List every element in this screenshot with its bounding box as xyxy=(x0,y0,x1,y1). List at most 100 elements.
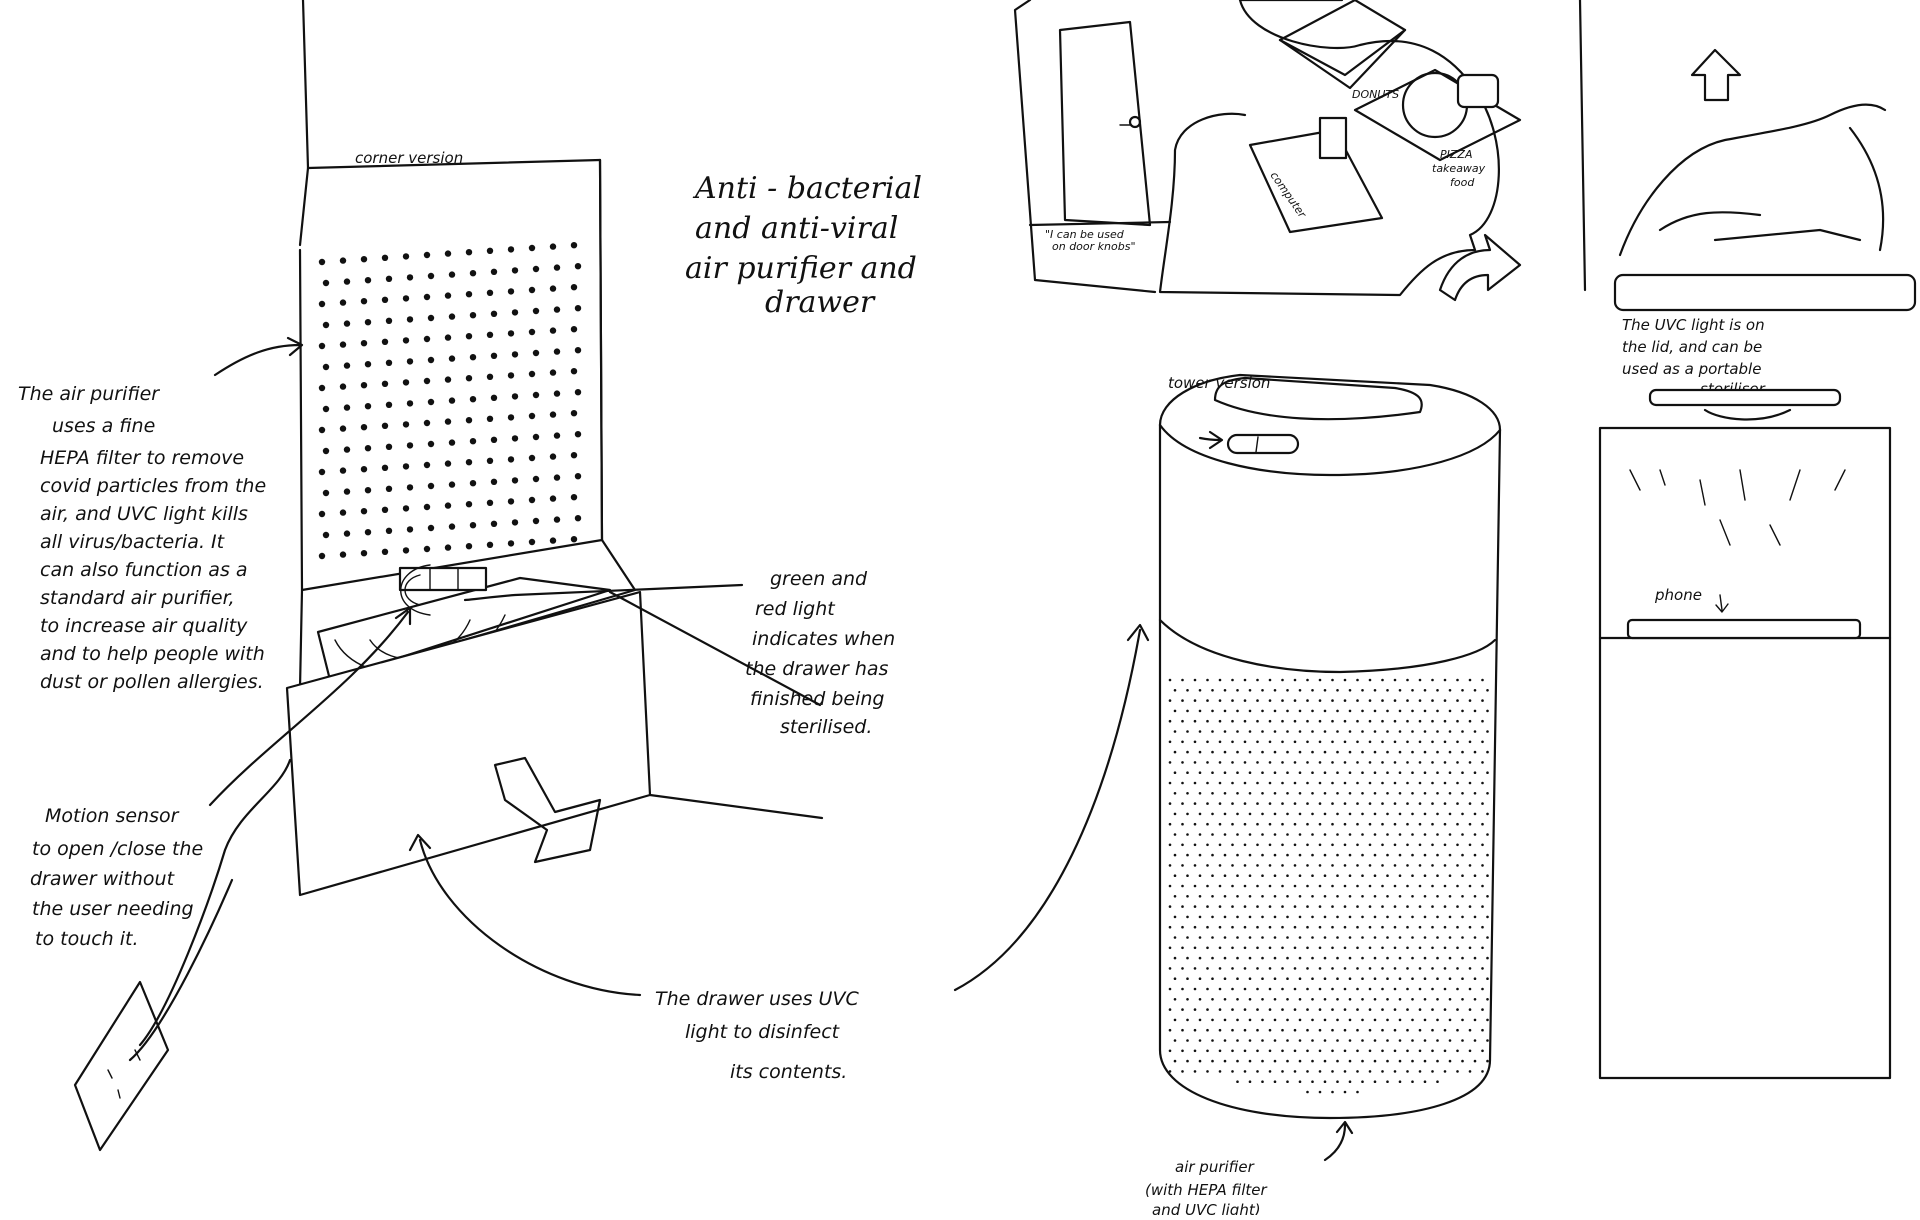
tower-hole xyxy=(1456,843,1459,847)
tower-hole xyxy=(1311,1059,1314,1063)
tower-hole xyxy=(1368,1049,1372,1053)
tower-hole xyxy=(1331,1090,1334,1094)
tower-hole xyxy=(1336,1059,1339,1063)
tower-hole xyxy=(1431,864,1434,867)
tower-hole xyxy=(1261,1039,1264,1042)
tower-hole xyxy=(1281,1008,1284,1011)
tower-hole xyxy=(1286,915,1289,919)
note-line: used as a portable xyxy=(1622,360,1761,378)
purifier-hole xyxy=(549,537,557,544)
purifier-hole xyxy=(423,293,431,301)
tower-hole xyxy=(1406,925,1409,929)
purifier-hole xyxy=(318,342,326,350)
purifier-hole xyxy=(360,466,368,473)
tower-hole xyxy=(1218,843,1222,847)
tower-hole xyxy=(1348,689,1352,692)
tower-hole xyxy=(1306,905,1309,908)
purifier-hole xyxy=(549,453,557,460)
tower-hole xyxy=(1393,678,1397,682)
tower-hole xyxy=(1386,812,1389,816)
door-knob-label: "I can be used xyxy=(1045,228,1125,241)
tower-hole xyxy=(1211,1059,1214,1063)
purifier-hole xyxy=(532,307,540,315)
tower-hole xyxy=(1231,843,1234,847)
tower-hole xyxy=(1448,709,1452,713)
tower-hole xyxy=(1318,781,1322,785)
purifier-hole xyxy=(490,478,498,485)
tower-hole xyxy=(1393,781,1397,785)
tower-hole xyxy=(1231,1070,1234,1073)
purifier-hole xyxy=(553,264,561,271)
tower-hole xyxy=(1356,843,1359,847)
tower-hole xyxy=(1431,987,1434,991)
tower-hole xyxy=(1256,864,1259,867)
tower-hole xyxy=(1323,1039,1327,1042)
tower-hole xyxy=(1293,864,1297,867)
tower-hole xyxy=(1481,843,1484,847)
tower-hole xyxy=(1211,915,1214,919)
tower-hole xyxy=(1206,946,1209,950)
tower-hole xyxy=(1168,1070,1172,1073)
tower-hole xyxy=(1456,781,1459,785)
tower-hole xyxy=(1443,967,1447,970)
tower-hole xyxy=(1361,1039,1364,1042)
purifier-hole xyxy=(406,442,414,449)
tower-hole xyxy=(1206,1028,1209,1032)
tower-hole xyxy=(1198,792,1202,795)
tower-hole xyxy=(1286,1018,1289,1022)
tower-hole xyxy=(1181,946,1184,950)
tower-hole xyxy=(1281,864,1284,867)
tower-hole xyxy=(1373,1059,1377,1063)
tower-hole xyxy=(1473,874,1477,877)
tower-hole xyxy=(1468,1049,1472,1053)
tower-hole xyxy=(1418,1049,1422,1053)
tower-hole xyxy=(1243,802,1247,805)
tower-hole xyxy=(1248,730,1252,733)
tower-hole xyxy=(1268,678,1272,682)
tower-hole xyxy=(1368,1070,1372,1073)
purifier-hole xyxy=(528,370,536,378)
purifier-hole xyxy=(406,484,414,491)
purifier-hole xyxy=(360,550,368,557)
tower-hole xyxy=(1411,915,1414,919)
tower-hole xyxy=(1261,998,1264,1001)
tower-hole xyxy=(1398,1039,1402,1042)
note-line: The air purifier xyxy=(18,383,160,405)
tower-hole xyxy=(1343,1028,1347,1032)
tower-hole xyxy=(1186,689,1189,692)
purifier-hole xyxy=(448,355,456,362)
tower-hole xyxy=(1343,987,1347,991)
tower-hole xyxy=(1281,781,1284,785)
tower-hole xyxy=(1368,967,1372,970)
tower-hole xyxy=(1356,822,1359,826)
tower-hole xyxy=(1273,792,1277,795)
tower-hole xyxy=(1418,740,1422,744)
purifier-hole xyxy=(339,467,347,474)
tower-hole xyxy=(1311,750,1314,754)
tower-hole xyxy=(1473,771,1477,774)
tower-hole xyxy=(1293,719,1297,723)
purifier-hole xyxy=(511,393,519,400)
tower-hole xyxy=(1386,1059,1389,1063)
tower-hole xyxy=(1198,977,1202,980)
tower-hole xyxy=(1398,1059,1402,1063)
tower-hole xyxy=(1481,925,1484,929)
tower-hole xyxy=(1443,1049,1447,1053)
tower-hole xyxy=(1481,802,1484,805)
tower-hole xyxy=(1323,915,1327,919)
tower-hole xyxy=(1218,740,1222,744)
tower-hole xyxy=(1306,1028,1309,1032)
tower-hole xyxy=(1468,802,1472,805)
tower-hole xyxy=(1398,998,1402,1001)
tower-hole xyxy=(1386,956,1389,960)
tower-hole xyxy=(1336,833,1339,836)
tower-hole xyxy=(1218,1070,1222,1073)
tower-hole xyxy=(1298,956,1302,960)
tower-hole xyxy=(1206,967,1209,970)
tower-hole xyxy=(1448,895,1452,898)
tower-hole xyxy=(1418,719,1422,723)
purifier-hole xyxy=(385,317,393,324)
purifier-hole xyxy=(553,306,561,313)
tower-hole xyxy=(1198,874,1202,877)
tower-hole xyxy=(1286,771,1289,774)
